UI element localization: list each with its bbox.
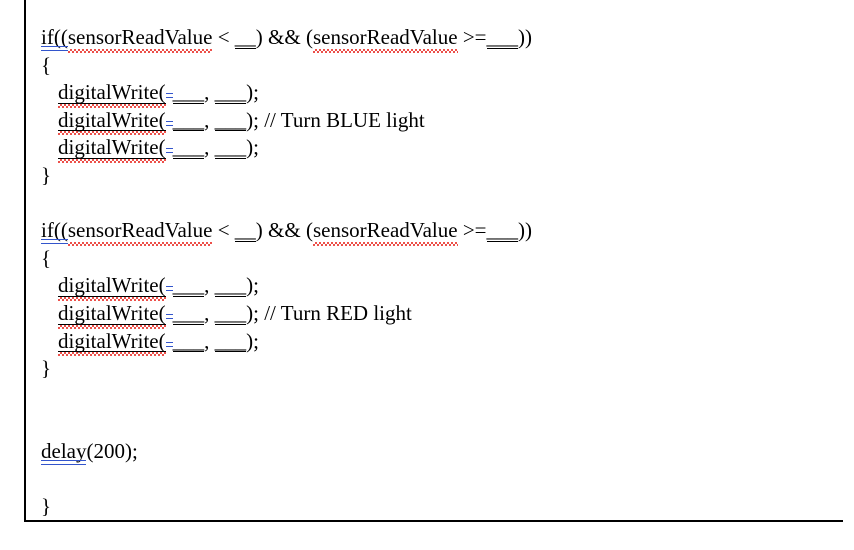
call-open-6: ( bbox=[158, 328, 166, 353]
arg-blank-2a: ___ bbox=[172, 107, 204, 135]
and-op-2: && bbox=[262, 218, 306, 243]
code-line-digitalwrite-4: digitalWrite(___, ___); bbox=[41, 272, 831, 301]
if-keyword-2: if(( bbox=[41, 217, 68, 245]
blank-short-1: __ bbox=[234, 24, 256, 52]
arg-sep-5: , bbox=[204, 300, 215, 325]
digitalwrite-name-3: digitalWrite bbox=[58, 135, 159, 160]
arg-blank-3b: ___ bbox=[214, 134, 246, 162]
arg-blank-6b: ___ bbox=[214, 328, 246, 356]
blank-long-2: ___ bbox=[486, 217, 518, 245]
arg-sep-4: , bbox=[204, 273, 215, 298]
arg-blank-6a: ___ bbox=[172, 328, 204, 356]
digitalwrite-name-4: digitalWrite bbox=[58, 273, 159, 298]
arg-sep-1: , bbox=[204, 80, 215, 105]
arg-sep-6: , bbox=[204, 328, 215, 353]
code-line-blank-3 bbox=[41, 410, 831, 438]
sensor-identifier-2a: sensorReadValue bbox=[67, 217, 212, 246]
sensor-identifier-1b: sensorReadValue bbox=[312, 24, 458, 53]
delay-arguments: (200); bbox=[86, 438, 138, 463]
call-close-2: ); bbox=[246, 107, 259, 132]
code-line-delay: delay(200); bbox=[41, 438, 831, 466]
code-line-blank-2 bbox=[41, 383, 831, 411]
code-line-digitalwrite-1: digitalWrite(___, ___); bbox=[41, 79, 831, 108]
sensor-identifier-2b: sensorReadValue bbox=[312, 217, 458, 246]
arg-sep-3: , bbox=[204, 135, 215, 160]
if-keyword-1: if(( bbox=[41, 24, 68, 52]
digitalwrite-call-6: digitalWrite( bbox=[58, 328, 166, 356]
code-line-digitalwrite-3: digitalWrite(___, ___); bbox=[41, 134, 831, 163]
arg-blank-3a: ___ bbox=[172, 134, 204, 162]
arg-blank-5b: ___ bbox=[214, 300, 246, 328]
call-close-5: ); bbox=[246, 300, 259, 325]
code-line-if-1: if((sensorReadValue < __) && (sensorRead… bbox=[41, 24, 831, 53]
call-close-3: ); bbox=[246, 135, 259, 160]
comment-red-light: // Turn RED light bbox=[264, 300, 412, 325]
comment-blue-light: // Turn BLUE light bbox=[264, 107, 425, 132]
gte-op-1: >= bbox=[457, 25, 487, 49]
and-op-1: && bbox=[262, 25, 306, 49]
code-line-open-brace-2: { bbox=[41, 245, 52, 270]
gte-op-2: >= bbox=[457, 218, 487, 243]
close-paren-2: ) bbox=[255, 218, 263, 243]
digitalwrite-name-2: digitalWrite bbox=[58, 107, 159, 132]
code-line-blank-4 bbox=[41, 466, 831, 494]
call-open-2: ( bbox=[158, 107, 166, 132]
close-two-2: )) bbox=[518, 218, 533, 243]
call-close-4: ); bbox=[246, 273, 259, 298]
delay-keyword: delay bbox=[41, 438, 87, 463]
arg-blank-4b: ___ bbox=[214, 272, 246, 300]
call-open-1: ( bbox=[158, 80, 166, 105]
blank-short-2: __ bbox=[234, 217, 256, 245]
code-line-close-brace-2: } bbox=[41, 356, 52, 381]
delay-function-name: delay bbox=[41, 438, 87, 466]
arg-sep-2: , bbox=[204, 107, 215, 132]
less-than-op-2: < bbox=[212, 218, 235, 243]
digitalwrite-call-4: digitalWrite( bbox=[58, 272, 166, 301]
call-close-1: ); bbox=[246, 80, 259, 105]
arg-blank-1b: ___ bbox=[214, 79, 246, 107]
digitalwrite-name-5: digitalWrite bbox=[58, 300, 159, 325]
call-close-6: ); bbox=[246, 328, 259, 353]
close-paren-1: ) bbox=[255, 25, 263, 49]
arg-blank-4a: ___ bbox=[172, 272, 204, 300]
code-line-if-2: if((sensorReadValue < __) && (sensorRead… bbox=[41, 217, 831, 246]
code-line-close-brace-1: } bbox=[41, 162, 52, 187]
less-than-op-1: < bbox=[212, 25, 235, 49]
digitalwrite-call-5: digitalWrite( bbox=[58, 300, 166, 329]
digitalwrite-name-6: digitalWrite bbox=[58, 328, 159, 353]
code-line-open-brace-1: { bbox=[41, 52, 52, 77]
digitalwrite-call-1: digitalWrite( bbox=[58, 79, 166, 108]
code-line-close-brace-final: } bbox=[41, 494, 52, 519]
arg-blank-2b: ___ bbox=[214, 107, 246, 135]
close-two-1: )) bbox=[518, 25, 533, 49]
blank-long-1: ___ bbox=[486, 24, 518, 52]
open-paren-1: ( bbox=[305, 25, 313, 49]
code-line-digitalwrite-5: digitalWrite(___, ___); // Turn RED ligh… bbox=[41, 300, 831, 329]
arg-blank-5a: ___ bbox=[172, 300, 204, 328]
code-line-digitalwrite-6: digitalWrite(___, ___); bbox=[41, 328, 831, 356]
arg-blank-1a: ___ bbox=[172, 79, 204, 107]
call-open-5: ( bbox=[158, 300, 166, 325]
digitalwrite-name-1: digitalWrite bbox=[58, 80, 159, 105]
sensor-identifier-1a: sensorReadValue bbox=[67, 24, 212, 53]
digitalwrite-call-2: digitalWrite( bbox=[58, 107, 166, 135]
call-open-3: ( bbox=[158, 135, 166, 160]
code-line-blank-1 bbox=[41, 190, 831, 218]
code-block: if((sensorReadValue < __) && (sensorRead… bbox=[41, 24, 831, 521]
call-open-4: ( bbox=[158, 273, 166, 298]
open-paren-2: ( bbox=[305, 218, 313, 243]
digitalwrite-call-3: digitalWrite( bbox=[58, 134, 166, 163]
code-line-digitalwrite-2: digitalWrite(___, ___); // Turn BLUE lig… bbox=[41, 107, 831, 135]
